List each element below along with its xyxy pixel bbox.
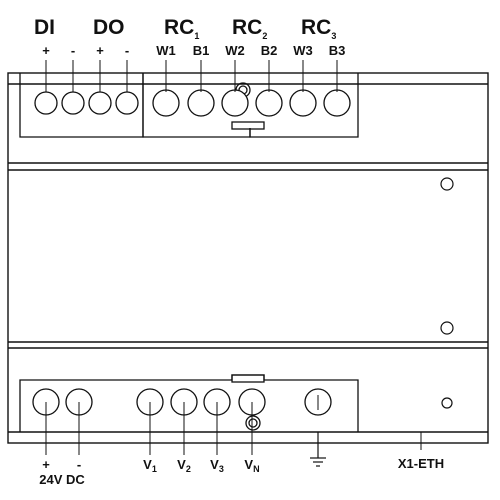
bottom-terminal-block xyxy=(19,374,359,432)
terminal-hole-w2 xyxy=(221,89,249,117)
terminal-label-do-plus: + xyxy=(96,43,104,58)
terminal-label-do-minus: - xyxy=(125,43,129,58)
ethernet-label: X1-ETH xyxy=(398,456,444,471)
terminal-label-supply-plus: + xyxy=(42,457,50,472)
terminal-hole-b2 xyxy=(255,89,283,117)
bottom-lead-lines xyxy=(45,395,319,455)
bottom-terminal-holes xyxy=(32,388,332,416)
mounting-holes xyxy=(440,177,454,409)
bottom-screw xyxy=(248,418,258,428)
ethernet-port-marker xyxy=(441,397,453,409)
mounting-hole-bottom xyxy=(440,321,454,335)
terminal-label-w3: W3 xyxy=(293,43,313,58)
terminal-label-vn: VN xyxy=(244,457,259,474)
terminal-label-b3: B3 xyxy=(329,43,346,58)
terminal-hole-do-plus xyxy=(88,91,112,115)
bottom-screw-ring xyxy=(245,415,261,431)
group-label-do: DO xyxy=(93,16,125,39)
group-label-rc3: RC3 xyxy=(301,16,336,41)
ground-icon xyxy=(310,432,326,467)
terminal-hole-di-plus xyxy=(34,91,58,115)
group-label-rc1: RC1 xyxy=(164,16,199,41)
housing-outline xyxy=(7,72,489,444)
bottom-latch xyxy=(231,374,265,383)
terminal-hole-w1 xyxy=(152,89,180,117)
terminal-label-v3: V3 xyxy=(210,457,224,474)
mounting-hole-top xyxy=(440,177,454,191)
top-block-right-outline xyxy=(249,73,359,138)
group-label-rc2: RC2 xyxy=(232,16,267,41)
terminal-hole-do-minus xyxy=(115,91,139,115)
group-label-di: DI xyxy=(34,16,55,39)
bottom-terminal-labels: + - V1 V2 V3 VN 24V DC X1-ETH xyxy=(39,456,444,487)
terminal-label-b1: B1 xyxy=(193,43,210,58)
top-terminal-block xyxy=(19,73,359,138)
terminal-label-di-plus: + xyxy=(42,43,50,58)
terminal-label-b2: B2 xyxy=(261,43,278,58)
top-terminal-labels: + - + - W1 B1 W2 B2 W3 B3 xyxy=(42,43,345,58)
terminal-label-di-minus: - xyxy=(71,43,75,58)
supply-voltage-label: 24V DC xyxy=(39,472,85,487)
terminal-hole-di-minus xyxy=(61,91,85,115)
top-latch xyxy=(231,121,265,130)
top-lead-lines xyxy=(45,60,338,92)
top-terminal-holes xyxy=(34,89,351,117)
terminal-label-w2: W2 xyxy=(225,43,245,58)
terminal-hole-b3 xyxy=(323,89,351,117)
terminal-label-w1: W1 xyxy=(156,43,176,58)
terminal-hole-b1 xyxy=(187,89,215,117)
terminal-label-v1: V1 xyxy=(143,457,157,474)
device-housing xyxy=(7,72,489,444)
terminal-label-v2: V2 xyxy=(177,457,191,474)
terminal-label-supply-minus: - xyxy=(77,457,81,472)
top-group-labels: DI DO RC1 RC2 RC3 xyxy=(34,16,336,41)
terminal-hole-w3 xyxy=(289,89,317,117)
